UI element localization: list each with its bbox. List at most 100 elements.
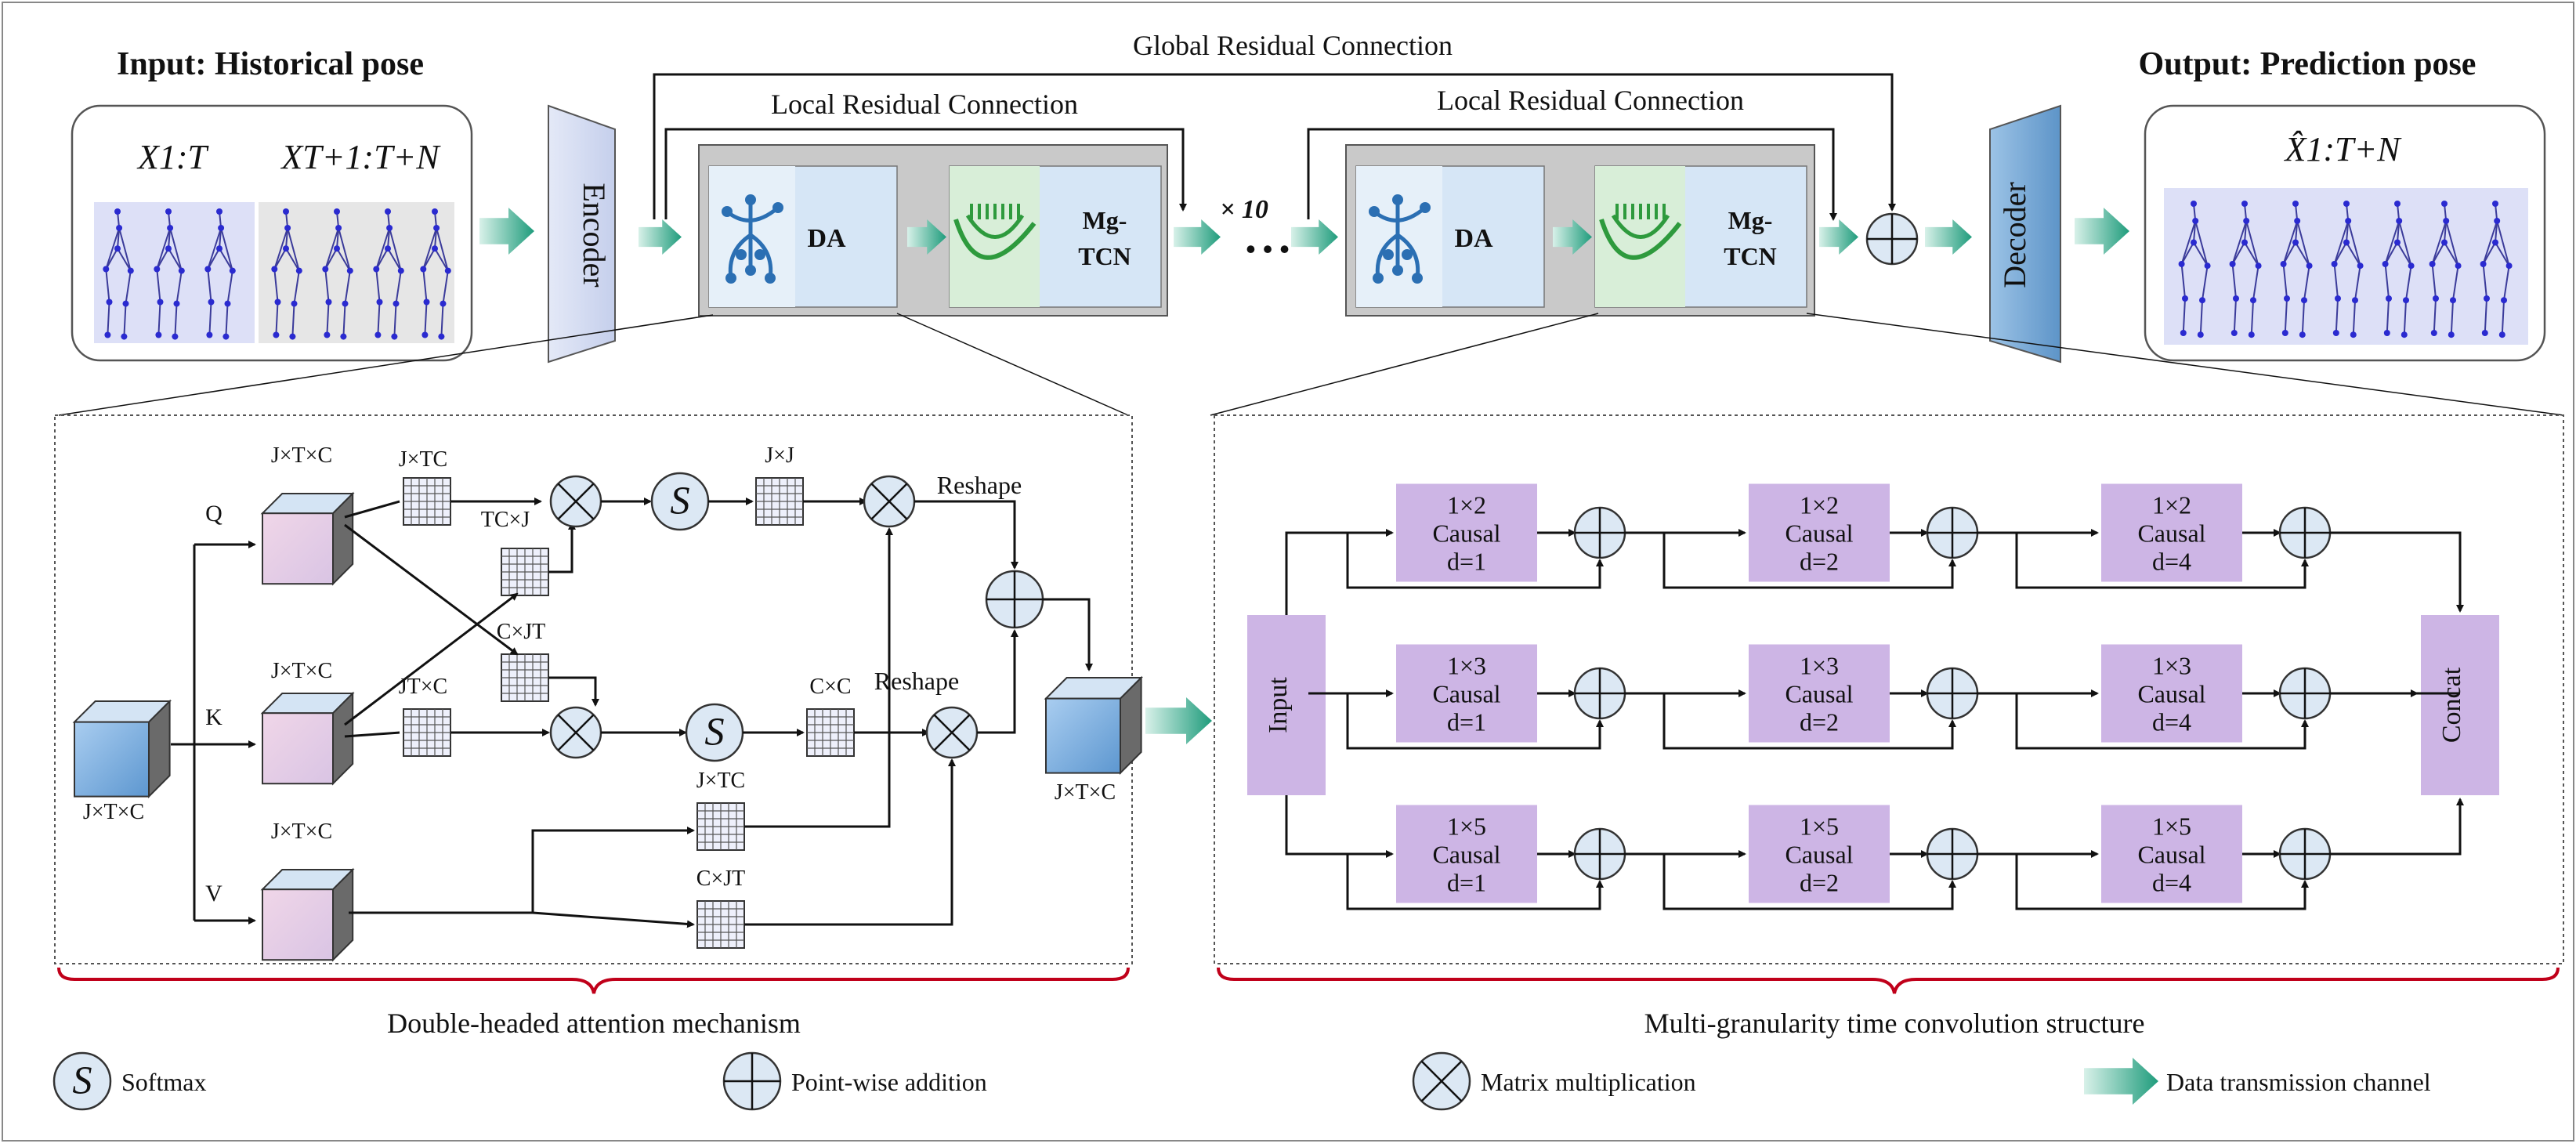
causal-conv-text: 1×5: [1447, 812, 1486, 841]
skeleton-bone: [422, 227, 438, 270]
softmax-glyph: S: [72, 1058, 92, 1102]
skeleton-joint: [218, 225, 225, 231]
skeleton-bone: [2482, 242, 2496, 265]
skeleton-bone: [338, 227, 351, 271]
skeleton-joint: [324, 331, 331, 338]
input-title: Input: Historical pose: [117, 46, 424, 82]
skeleton-bone: [107, 302, 110, 335]
skeleton-joint: [2199, 297, 2205, 304]
arrow-da-mgtcn-2: [1553, 219, 1592, 255]
skip-line-r0c1: [1662, 533, 1956, 589]
skeleton-bone: [2352, 300, 2356, 335]
skeleton-joint: [2331, 261, 2338, 267]
skeleton-joint: [346, 267, 353, 274]
arrow-input-encoder: [479, 208, 534, 255]
skeleton-bone: [2384, 242, 2398, 265]
skeleton-bone: [2333, 242, 2347, 265]
skeleton-bone: [168, 227, 172, 249]
skeleton-joint: [2382, 261, 2389, 267]
matrix-jj-label: J×J: [765, 443, 794, 468]
skeleton-joint: [2498, 331, 2505, 338]
skeleton-joint: [106, 299, 113, 306]
da-icon-dot: [765, 273, 776, 284]
da-icon-dot: [736, 249, 747, 260]
da-icon-dot: [745, 194, 756, 205]
predicted-skeleton-4: [2382, 201, 2415, 338]
skeleton-bone: [442, 270, 449, 304]
skeleton-bone: [2398, 220, 2412, 266]
causal-conv-text: Causal: [2137, 680, 2205, 708]
skeleton-joint: [334, 208, 340, 215]
global-residual-line: [653, 73, 1896, 219]
zoom-line: [58, 314, 714, 416]
skeleton-bone: [440, 303, 444, 337]
matrix-jtc-q-label: J×TC: [399, 447, 447, 472]
skeleton-bone: [2180, 242, 2194, 265]
cross-line: [557, 483, 595, 520]
skeleton-bone: [2180, 263, 2186, 299]
skeleton-joint: [2241, 201, 2248, 207]
skeleton-bone: [117, 248, 132, 272]
skeleton-joint: [114, 208, 121, 215]
skeleton-joint: [2343, 239, 2350, 246]
skeleton-bone: [324, 248, 338, 270]
local-residual-line-1: [664, 128, 1187, 219]
k-to-jtc: [344, 731, 400, 738]
mgtcn-label-1b: TCN: [1078, 242, 1131, 270]
skeleton-joint: [2430, 330, 2437, 336]
local-residual-label-2: Local Residual Connection: [1437, 85, 1744, 116]
skeleton-joint: [295, 267, 302, 274]
causal-conv-r0c0: [1396, 483, 1537, 582]
skeleton-bone: [273, 248, 287, 270]
skeleton-bone: [422, 269, 428, 302]
skeleton-joint: [2255, 262, 2262, 270]
skeleton-joint: [2345, 218, 2352, 224]
arrow-encoder-module: [639, 219, 682, 255]
mgtcn-caption: Multi-granularity time convolution struc…: [1644, 1008, 2145, 1039]
skeleton-joint: [2484, 295, 2490, 302]
future-poses: [259, 202, 454, 343]
skeleton-bone: [2403, 300, 2407, 335]
skeleton-joint: [206, 331, 213, 338]
causal-conv-r2c1: [1749, 805, 1890, 903]
skeleton-joint: [165, 245, 172, 252]
skeleton-joint: [2505, 262, 2513, 270]
skeleton-joint: [271, 266, 278, 273]
skeleton-joint: [2494, 218, 2501, 224]
causal-conv-text: 1×5: [1800, 812, 1839, 841]
skeleton-bone: [2333, 263, 2339, 299]
skeleton-bone: [2231, 242, 2245, 265]
skeleton-joint: [284, 225, 291, 231]
skeleton-joint: [420, 266, 427, 273]
da-icon-dot: [1402, 249, 1413, 260]
skeleton-joint: [376, 299, 383, 306]
skeleton-joint: [334, 245, 340, 252]
skeleton-bone: [157, 302, 161, 335]
skeleton-joint: [2429, 261, 2436, 267]
skeleton-joint: [2230, 330, 2238, 336]
causal-conv-text: d=2: [1800, 708, 1839, 736]
skeleton-joint: [157, 299, 164, 306]
skeleton-bone: [169, 227, 183, 271]
v-cube: [262, 888, 334, 961]
skeleton-joint: [2433, 295, 2439, 302]
skeleton-joint: [154, 266, 161, 273]
skeleton-joint: [173, 300, 180, 307]
q-to-cjt: [344, 523, 519, 656]
skeleton-bone: [207, 269, 212, 302]
skeleton-bone: [2301, 300, 2305, 335]
da-icon-dot: [754, 249, 765, 260]
skeleton-joint: [2450, 297, 2456, 304]
skip-line-r2c1: [1662, 854, 1956, 910]
skeleton-bone: [2250, 300, 2254, 335]
cjt-to-mul2: [548, 676, 599, 707]
cross-line: [870, 483, 908, 520]
skeleton-joint: [2492, 239, 2498, 246]
skeleton-joint: [2180, 330, 2187, 336]
predicted-skeleton-2: [2280, 201, 2313, 338]
skeleton-bone: [275, 302, 279, 335]
skeleton-bone: [2231, 263, 2237, 299]
skeleton-joint: [2281, 330, 2288, 336]
predicted-poses: [2164, 188, 2528, 345]
skeleton-joint: [2441, 239, 2448, 246]
